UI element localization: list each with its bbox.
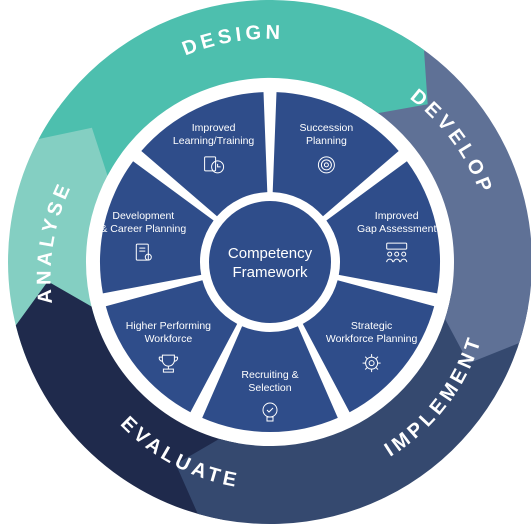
gear-icon — [362, 354, 381, 373]
segment-2 — [326, 161, 441, 294]
segment-6-label-line2: & Career Planning — [100, 223, 186, 235]
trophy-icon — [158, 354, 179, 373]
lightbulb-icon — [262, 402, 278, 422]
segment-3-label-line1: Strategic — [351, 320, 392, 332]
band-implement — [175, 294, 529, 525]
segment-4-label-line1: Recruiting & — [241, 369, 298, 381]
cycle-ring — [8, 0, 531, 525]
center-circle — [203, 195, 337, 329]
segment-1 — [272, 92, 399, 217]
segment-7 — [141, 92, 268, 217]
segment-7-label-line1: Improved — [192, 122, 236, 134]
band-develop — [362, 35, 531, 364]
clock-icon — [204, 156, 225, 174]
center-title-line1: Competency — [228, 245, 313, 262]
band-analyse — [8, 104, 122, 361]
segment-6 — [99, 161, 214, 294]
segment-3-label-line2: Workforce Planning — [326, 333, 418, 345]
segment-6-label-line1: Development — [112, 210, 174, 222]
segment-2-label-line1: Improved — [375, 210, 419, 222]
band-design — [38, 0, 428, 176]
segment-5-label-line1: Higher Performing — [126, 320, 211, 332]
team-icon — [386, 242, 408, 263]
segment-4-label-line2: Selection — [248, 382, 291, 394]
center-title-line2: Framework — [232, 264, 308, 281]
document-icon — [135, 243, 152, 261]
segment-5-label-line2: Workforce — [145, 333, 193, 345]
target-icon — [317, 156, 335, 174]
segment-1-label-line1: Succession — [300, 122, 354, 134]
segment-2-label-line2: Gap Assessment — [357, 223, 436, 235]
segment-3 — [302, 280, 435, 413]
segment-5 — [105, 280, 238, 413]
segment-7-label-line2: Learning/Training — [173, 135, 254, 147]
segment-1-label-line2: Planning — [306, 135, 347, 147]
segment-4 — [202, 326, 338, 433]
